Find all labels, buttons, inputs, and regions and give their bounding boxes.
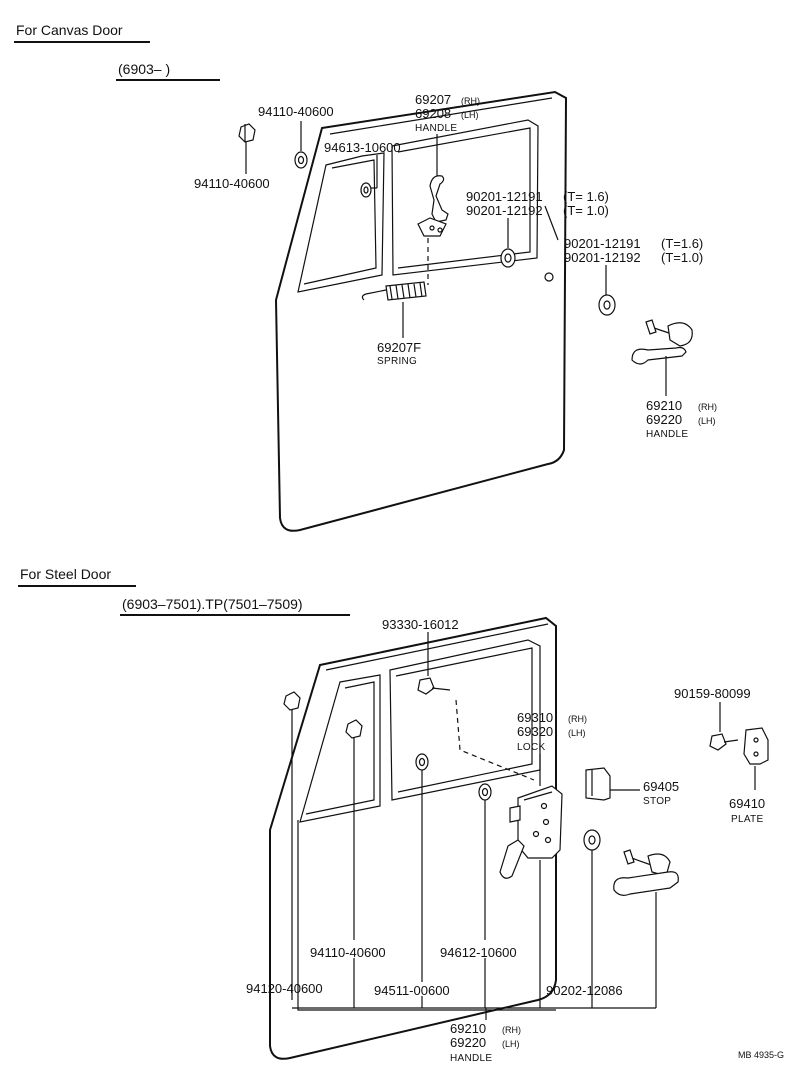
canvas-outer-handle-icon	[631, 319, 693, 365]
steel-lock-lh: 69320	[517, 724, 553, 739]
canvas-range: (6903– )	[118, 61, 170, 77]
steel-handle-lh: 69220	[450, 1035, 486, 1050]
steel-door-panel	[269, 616, 557, 1060]
steel-nut-b-label: 94120-40600	[246, 981, 323, 996]
steel-grommet-icon	[478, 783, 492, 801]
steel-screw-b-icon	[709, 733, 739, 751]
canvas-nut-left-label: 94110-40600	[194, 176, 270, 191]
canvas-inner-handle-label: HANDLE	[415, 123, 457, 134]
canvas-inner-handle-rh-suffix: (RH)	[461, 96, 480, 106]
steel-window-left	[299, 674, 381, 823]
canvas-outer-handle-lh: 69220	[646, 412, 682, 427]
steel-grommet-label: 94612-10600	[440, 945, 517, 960]
steel-plate-label: PLATE	[731, 814, 763, 825]
canvas-window-left	[297, 152, 385, 293]
canvas-outer-handle-rh: 69210	[646, 398, 682, 413]
steel-door-section: For Steel Door (6903–7501).TP(7501–7509)…	[18, 566, 769, 1064]
canvas-inner-handle-lh-suffix: (LH)	[461, 110, 479, 120]
canvas-grommet-icon	[360, 182, 372, 198]
canvas-nut-upper-label: 94110-40600	[258, 104, 334, 119]
figure-id: MB 4935-G	[738, 1050, 784, 1060]
canvas-outer-handle-lh-suffix: (LH)	[698, 416, 716, 426]
steel-plate-pn: 69410	[729, 796, 765, 811]
canvas-handle-hole	[544, 272, 554, 282]
canvas-washer-a2: 90201-12192	[466, 203, 543, 218]
canvas-washer-b-icon	[598, 294, 616, 316]
steel-washer-icon	[583, 829, 601, 851]
canvas-washer-b2: 90201-12192	[564, 250, 641, 265]
canvas-nut-left-icon	[238, 123, 256, 143]
steel-stop-pn: 69405	[643, 779, 679, 794]
steel-nut-a-label: 94110-40600	[310, 945, 386, 960]
steel-handle-rh: 69210	[450, 1021, 486, 1036]
canvas-window-right	[391, 119, 539, 276]
steel-lock-label: LOCK	[517, 742, 545, 753]
steel-lock-rh: 69310	[517, 710, 553, 725]
canvas-spring-pn: 69207F	[377, 340, 421, 355]
steel-nut-c-icon	[415, 753, 429, 771]
steel-lock-icon	[499, 785, 563, 879]
steel-handle-lh-suffix: (LH)	[502, 1039, 520, 1049]
canvas-outer-handle-label: HANDLE	[646, 429, 688, 440]
canvas-grommet-label: 94613-10600	[324, 140, 401, 155]
canvas-inner-handle-icon	[417, 175, 449, 237]
canvas-door-panel	[274, 90, 568, 532]
steel-stop-icon	[585, 767, 611, 801]
canvas-washer-a1: 90201-12191	[466, 189, 543, 204]
canvas-spring-label: SPRING	[377, 356, 417, 367]
steel-screw-b-label: 90159-80099	[674, 686, 751, 701]
steel-stop-label: STOP	[643, 796, 671, 807]
steel-nut-corner-icon	[283, 691, 301, 711]
canvas-section-title: For Canvas Door	[16, 22, 123, 38]
canvas-washer-a2-thickness: (T= 1.0)	[563, 203, 609, 218]
canvas-spring-icon	[361, 281, 427, 301]
steel-plate-icon	[743, 727, 769, 765]
steel-screw-icon	[417, 677, 451, 695]
canvas-nut-upper-icon	[294, 151, 308, 169]
canvas-washer-b1: 90201-12191	[564, 236, 641, 251]
steel-handle-rh-suffix: (RH)	[502, 1025, 521, 1035]
steel-range: (6903–7501).TP(7501–7509)	[122, 596, 303, 612]
steel-window-right	[389, 639, 541, 801]
steel-outer-handle-icon	[613, 849, 679, 896]
steel-washer-label: 90202-12086	[546, 983, 623, 998]
canvas-washer-a-icon	[500, 248, 516, 268]
canvas-washer-b2-thickness: (T=1.0)	[661, 250, 703, 265]
steel-lock-rh-suffix: (RH)	[568, 714, 587, 724]
canvas-inner-handle-lh: 69208	[415, 106, 451, 121]
steel-nut-c-label: 94511-00600	[374, 983, 450, 998]
canvas-door-section: For Canvas Door (6903– ) 94110-40600	[14, 22, 717, 532]
canvas-outer-handle-rh-suffix: (RH)	[698, 402, 717, 412]
steel-section-title: For Steel Door	[20, 566, 111, 582]
steel-nut-icon	[345, 719, 363, 739]
canvas-washer-b1-thickness: (T=1.6)	[661, 236, 703, 251]
canvas-inner-handle-rh: 69207	[415, 92, 451, 107]
steel-screw-label: 93330-16012	[382, 617, 459, 632]
steel-lock-lh-suffix: (LH)	[568, 728, 586, 738]
canvas-washer-a1-thickness: (T= 1.6)	[563, 189, 609, 204]
steel-handle-label: HANDLE	[450, 1053, 492, 1064]
